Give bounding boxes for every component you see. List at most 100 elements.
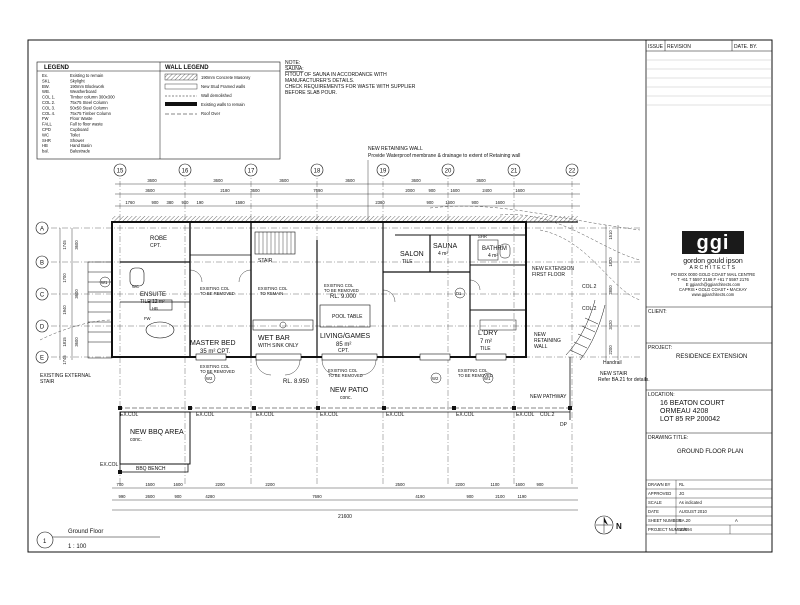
sauna-note: NOTE: SAUNA: FITOUT OF SAUNA IN ACCORDAN… — [285, 60, 416, 96]
legend-code: CPD — [42, 127, 51, 132]
grid-column-bubble — [310, 163, 324, 177]
laundry-label: L'DRY — [478, 330, 498, 337]
existing-col-note: EXISTING COL — [328, 368, 358, 373]
new-extension-sub: FIRST FLOOR — [532, 272, 565, 278]
existing-col-note: EXISTING COL — [324, 283, 354, 288]
dimension-value: 190 — [197, 200, 205, 205]
fw-label: FW — [144, 316, 151, 321]
revision-label: REVISION — [667, 44, 691, 50]
sheet-rev: A — [735, 518, 738, 523]
grid-column-label: 21 — [511, 169, 518, 175]
retaining-wall-text: Provide Waterproof membrane & drainage t… — [368, 153, 520, 159]
legend-desc: 50x50 Steel Column — [70, 105, 108, 110]
window-tags: W1 W2 W2 W1 D1 — [99, 276, 494, 384]
dimension-value: 1760 — [125, 200, 135, 205]
legend-code: WB. — [42, 89, 50, 94]
bathroom-area: 4 m² — [488, 253, 498, 259]
dimension-value: 2200 — [265, 482, 275, 487]
to-remove-note: TO BE REMOVED — [200, 369, 235, 374]
dimension-value: 2800 — [608, 285, 613, 295]
legend-desc: Existing to remain — [70, 73, 104, 78]
legend-desc: 75x75 Timber Column — [70, 111, 112, 116]
location-line-2: ORMEAU 4208 — [660, 408, 708, 415]
approved-label: APPROVED — [648, 491, 671, 496]
wet-bar-sub: WITH SINK ONLY — [258, 343, 299, 349]
dimension-value: 1600 — [495, 200, 505, 205]
location-line-3: LOT 85 RP 200042 — [660, 416, 720, 423]
title-block: ISSUE REVISION DATE. BY. ggi gordon goul… — [645, 40, 772, 552]
dimension-value: 900 — [175, 494, 183, 499]
patio-sub: conc. — [340, 395, 352, 401]
firm-contact-line: PO BOX 0000 GOLD COAST MAIL CENTRE — [671, 272, 755, 277]
master-bed-label: MASTER BED — [190, 340, 236, 347]
wall-legend-title: WALL LEGEND — [165, 65, 209, 71]
client-label: CLIENT: — [648, 309, 667, 315]
legend-desc: Toilet — [70, 132, 81, 137]
grid-column-bubble — [565, 163, 579, 177]
svg-text:ggi: ggi — [697, 232, 730, 254]
grid-column-label: 15 — [117, 169, 124, 175]
ensuite-label: ENSUITE — [140, 292, 166, 298]
approved-value: JG — [679, 491, 684, 496]
dimension-value: 3600 — [476, 178, 486, 183]
grid-column-label: 17 — [248, 169, 255, 175]
note-sub: SAUNA: — [285, 66, 304, 72]
sauna-area: 4 m² — [438, 251, 448, 257]
dimension-value: 900 — [472, 200, 480, 205]
grid-column-label: 22 — [569, 169, 576, 175]
dimension-value: 1820 — [608, 257, 613, 267]
patio-label: NEW PATIO — [330, 387, 369, 394]
laundry-tile: TILE — [480, 346, 491, 352]
wall-legend-item: Wall demolished — [201, 93, 232, 98]
drawing-title-label: DRAWING TITLE: — [648, 435, 688, 441]
new-stair-label: NEW STAIR — [600, 371, 628, 377]
legend-desc: Hand Basin — [70, 143, 92, 148]
dp-label: DP — [560, 422, 568, 428]
wall-legend-item: 190mm Concrete Masonry — [201, 75, 251, 80]
dimension-value: 1190 — [517, 494, 527, 499]
ex-col-label: EX.COL — [320, 412, 339, 418]
dimension-value: 3420 — [608, 320, 613, 330]
dimension-value: 1100 — [490, 482, 500, 487]
project-number-label: PROJECT NUMBER — [648, 527, 687, 532]
svg-text:W1: W1 — [484, 376, 491, 381]
dimension-value: 2600 — [145, 494, 155, 499]
dimension-value: 1600 — [515, 482, 525, 487]
project-value: RESIDENCE EXTENSION — [676, 354, 747, 360]
firm-contact-line: www.ggiarchitects.com — [692, 292, 735, 297]
drawing-title-value: GROUND FLOOR PLAN — [677, 449, 743, 455]
dimension-value: 380 — [167, 200, 175, 205]
north-arrow: N — [594, 515, 622, 535]
pool-table-label: POOL TABLE — [332, 314, 363, 320]
bbq-bench-label: BBQ BENCH — [136, 466, 166, 472]
grid-column-label: 18 — [314, 169, 321, 175]
dimension-value: 2100 — [495, 494, 505, 499]
dimension-value: 1600 — [173, 482, 183, 487]
dimension-value: 1815 — [62, 337, 67, 347]
project-number-value: 10/594 — [679, 527, 692, 532]
shr-label: SHR — [478, 234, 487, 239]
dimension-value: 990 — [119, 494, 127, 499]
dimension-value: 1600 — [450, 188, 460, 193]
dimension-value: 900 — [467, 494, 475, 499]
legend-code: SKL — [42, 78, 51, 83]
firm-name: gordon gould ipson — [683, 258, 743, 265]
legend-desc: Fall to floor waste — [70, 122, 103, 127]
legend-code: WC — [42, 132, 49, 137]
dimension-value: 3600 — [74, 289, 79, 299]
ex-col-label: EX.COL — [256, 412, 275, 418]
dimension-value: 1500 — [145, 482, 155, 487]
grid-column-bubble — [507, 163, 521, 177]
sheet-border — [27, 39, 773, 553]
dimension-value: 900 — [429, 188, 437, 193]
new-pathway-label: NEW PATHWAY — [530, 394, 567, 400]
grid-row-label: D — [40, 325, 45, 331]
legend-code: COL 2. — [42, 100, 55, 105]
ex-col-label: EX.COL — [100, 462, 119, 468]
ex-col-label: EX.COL — [456, 412, 475, 418]
grid-column-bubble — [376, 163, 390, 177]
grid-row-bubble — [35, 221, 49, 235]
existing-col-note: EXISTING COL — [458, 368, 488, 373]
